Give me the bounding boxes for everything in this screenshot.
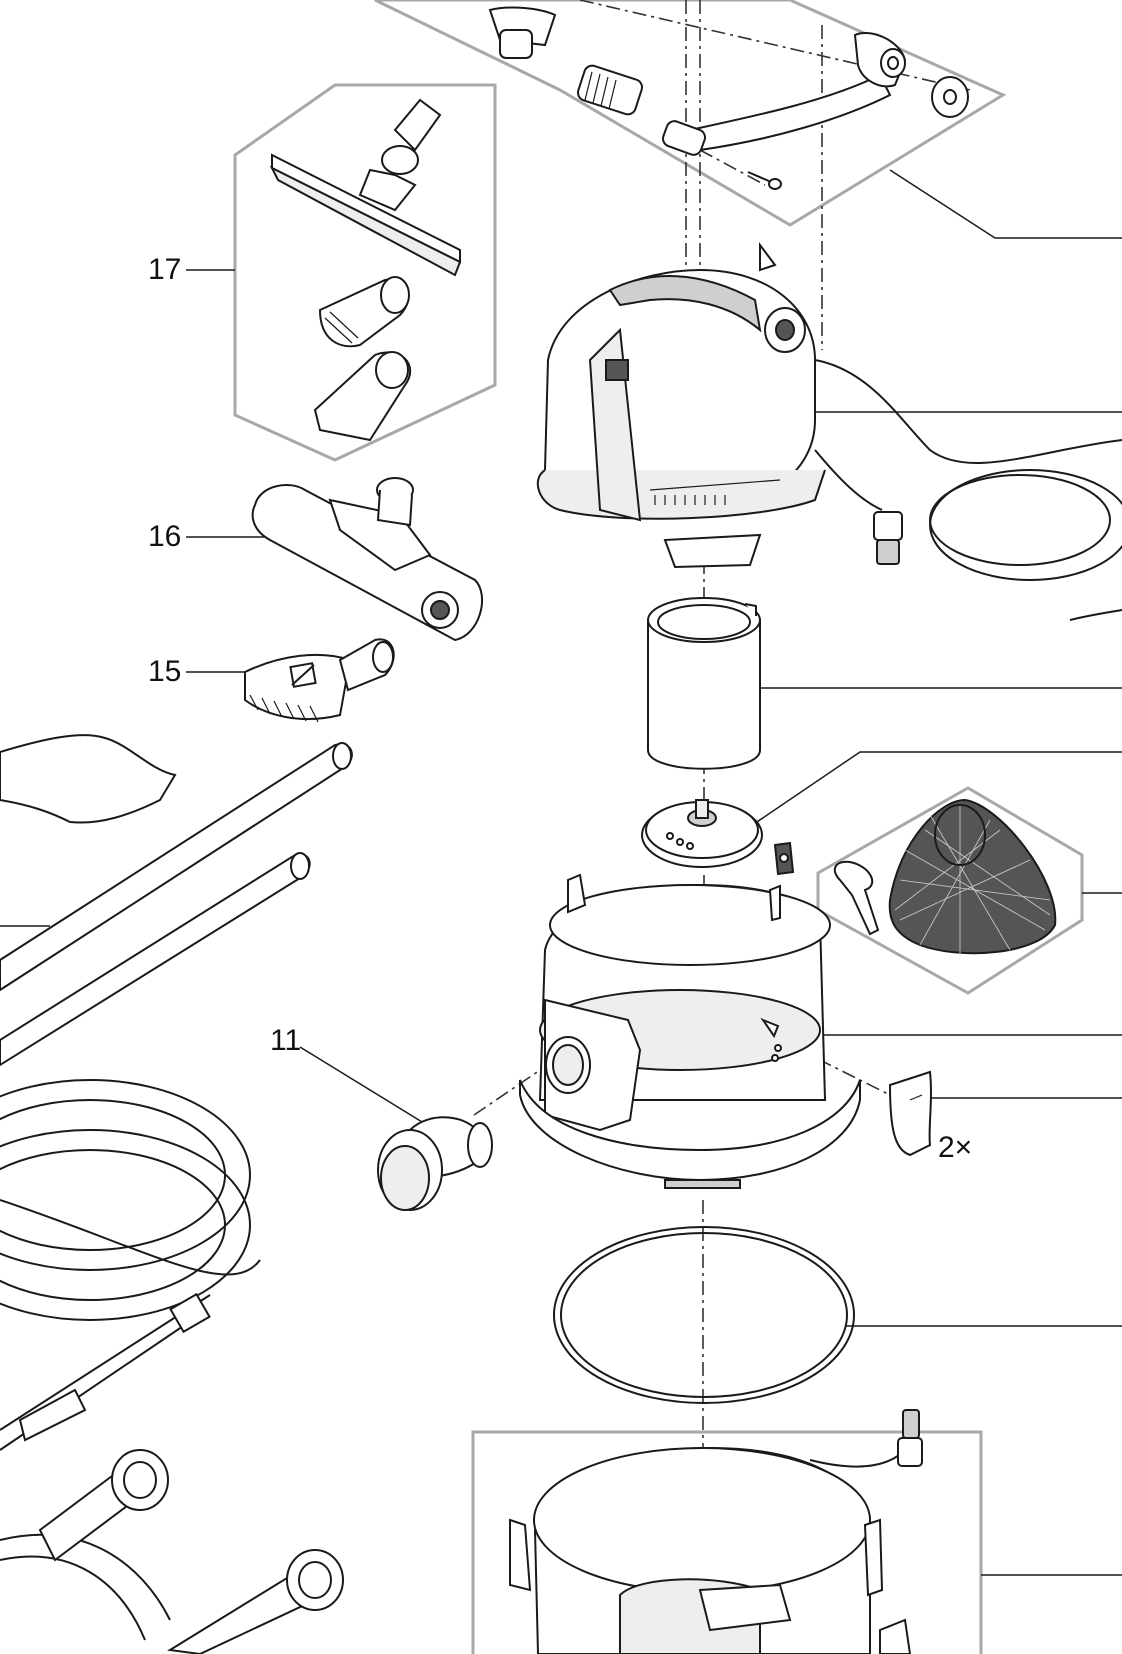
tank-base — [509, 1409, 923, 1654]
floor-brush-16 — [251, 477, 484, 642]
filter-disc — [641, 799, 795, 876]
callout-16: 16 — [148, 520, 182, 553]
crevice-nozzle-17 — [318, 276, 410, 348]
accessory-17-group-box — [233, 83, 497, 462]
motor-head — [536, 242, 826, 569]
cable-plug — [873, 511, 903, 565]
filter-cartridge — [647, 597, 761, 770]
latch-clip — [888, 1070, 932, 1157]
callout-17: 17 — [148, 253, 182, 286]
inlet-connector-11 — [377, 1116, 493, 1211]
quantity-label: 2× — [938, 1131, 973, 1164]
filter-bag — [833, 798, 1057, 955]
upholstery-nozzle-17 — [313, 351, 412, 442]
seal-ring — [553, 1226, 855, 1404]
suction-hose — [0, 1079, 261, 1641]
cloth — [0, 734, 177, 824]
handle-group-box — [374, 0, 1007, 227]
callout-15: 15 — [148, 655, 182, 688]
extension-tubes — [0, 742, 353, 1067]
hose-connectors — [38, 1449, 344, 1654]
callout-11: 11 — [270, 1024, 302, 1057]
leader-lines — [0, 169, 1122, 1576]
tank-upper — [519, 873, 861, 1189]
brush-nozzle-15 — [244, 638, 395, 723]
handle-assembly — [488, 6, 969, 190]
base-group-box — [471, 1430, 983, 1654]
power-cable — [814, 359, 1122, 621]
floor-nozzle-17 — [269, 98, 462, 277]
